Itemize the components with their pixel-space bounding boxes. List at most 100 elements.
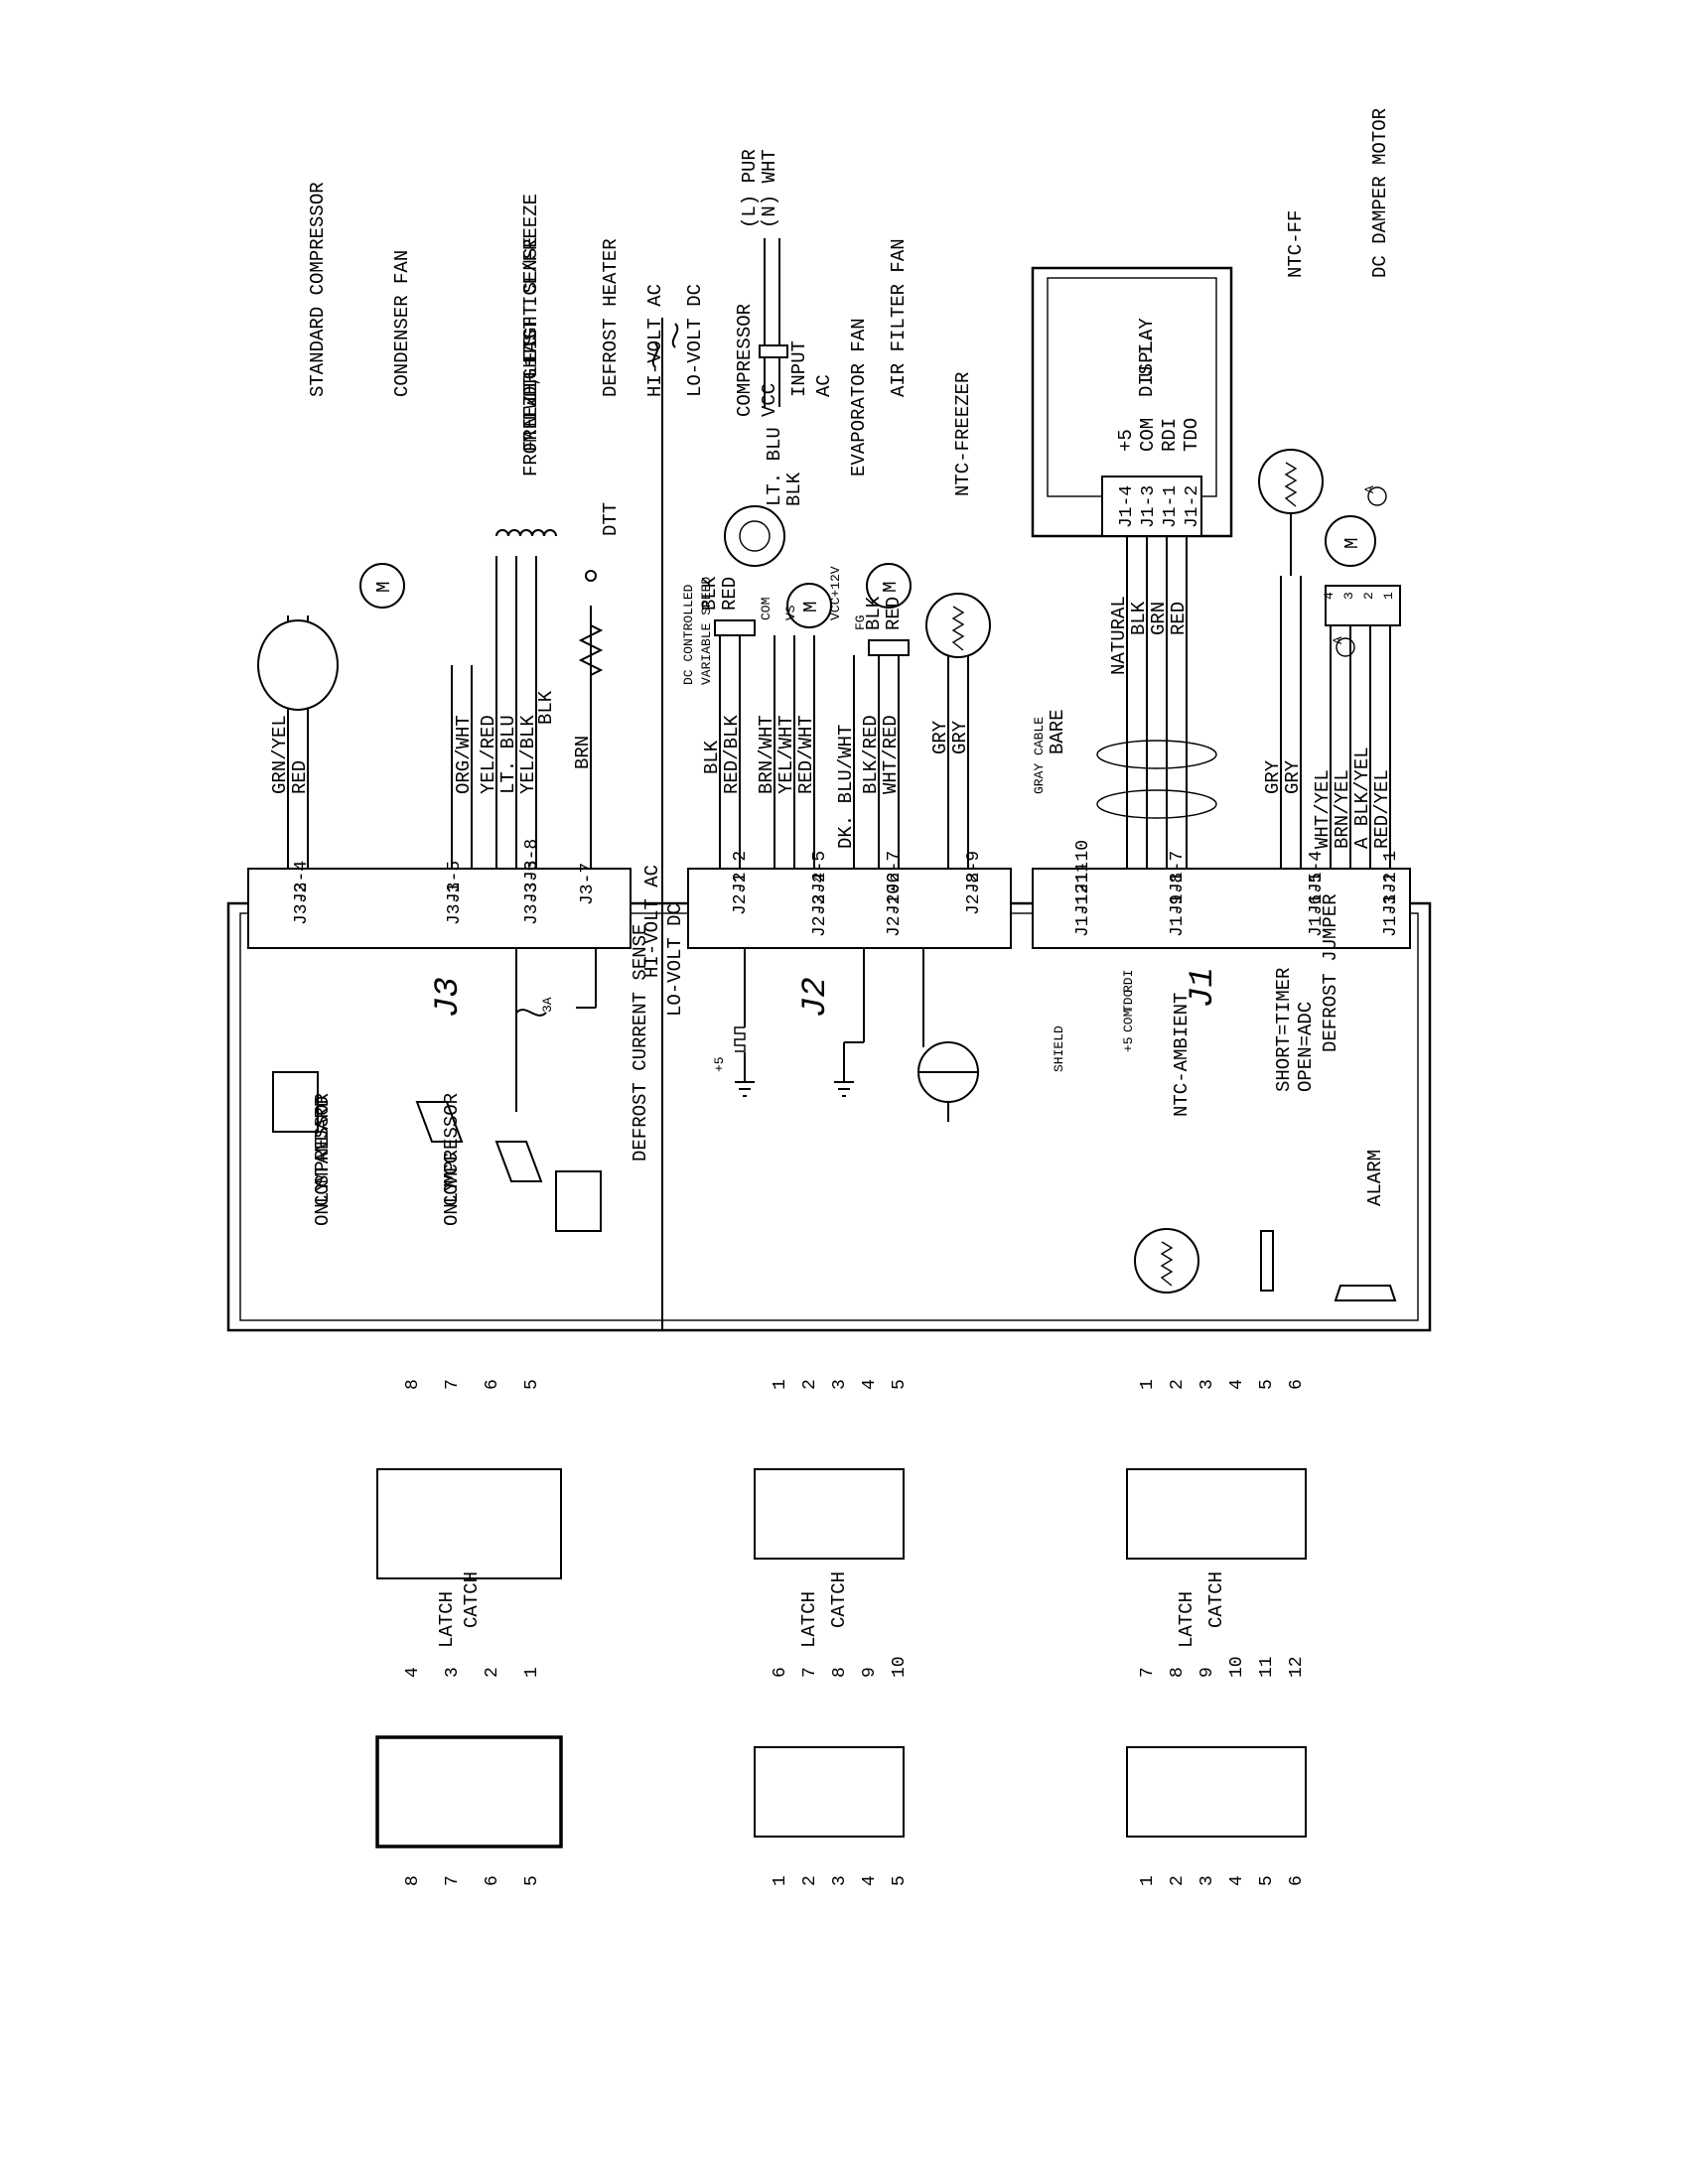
wire-color: A BLK/YEL [1351, 747, 1373, 849]
j2-pinout: 1 2 3 4 5 6 7 8 9 10 1 2 3 4 5 CATCH LAT… [754, 1379, 910, 1886]
lt-blu-label: LT. BLU [764, 427, 785, 506]
j2-pin-label: J2-8 [964, 873, 984, 915]
j1-pin-label: J1-7 [1168, 851, 1188, 893]
wire-color: RED/BLK [721, 715, 743, 794]
std-only-label-2: COMPRESSOR [312, 1093, 334, 1206]
wire-color: YEL/RED [478, 715, 499, 794]
wire-color: WHT/RED [880, 715, 902, 794]
j3-board-circuit: 3A DEFROST CURRENT SENSE VCC COMPRESSOR … [272, 924, 651, 1232]
j2-wire-colors: GRY GRY WHT/RED BLK/RED DK. BLU/WHT RED/… [701, 715, 971, 849]
motor-icon [866, 563, 912, 609]
ground-icon [735, 1081, 755, 1097]
pin-number: 4 [1227, 1379, 1247, 1390]
evaporator-fan: M VCC+12V VS COM FG EVAPORATOR FAN [759, 318, 870, 630]
com-label: COM [759, 598, 774, 620]
latch-label: LATCH [1176, 1591, 1197, 1648]
heater-icon [578, 606, 604, 690]
ac-input-label-1: AC [813, 374, 835, 397]
pin-number: 3 [1197, 1875, 1217, 1886]
plus5-label: +5 [712, 1056, 727, 1072]
vcc12-label: VCC+12V [828, 566, 843, 620]
ui-wire-color: BLK [1128, 601, 1150, 635]
pin-number: 10 [1227, 1656, 1247, 1678]
ntc-ff-icon [1258, 449, 1324, 514]
j1-board-com: COM [1121, 1010, 1136, 1032]
pin-number: 4 [1227, 1875, 1247, 1886]
latch-label: LATCH [436, 1591, 458, 1648]
lights: L1 LIGHTS N FREEZER LIGHT SENSE FROM IWD… [495, 194, 557, 537]
ground-icon [834, 1081, 854, 1097]
line-label: (L) PUR [739, 149, 761, 228]
standard-compressor-relay [272, 1071, 319, 1133]
ui-connector-pin: J1-3 [1139, 485, 1159, 528]
pin-number: 8 [403, 1379, 423, 1390]
latch-label: LATCH [798, 1591, 820, 1648]
pin-number: 6 [1287, 1875, 1307, 1886]
vcc-compressor-label-1: VCC [759, 383, 780, 417]
vcc-compressor-label-2: COMPRESSOR [734, 304, 756, 417]
gray-cable-label: GRAY CABLE [1032, 717, 1047, 794]
marker-a: A [1362, 485, 1377, 493]
damper-pin: 2 [1361, 592, 1376, 600]
vcc-only-label-1: VCC [441, 1153, 463, 1186]
alarm-icon [1334, 1285, 1397, 1301]
ui-pin: COM [1137, 418, 1159, 452]
pin-number: 8 [403, 1875, 423, 1886]
j1-board-shield: SHIELD [1052, 1025, 1066, 1072]
ntc-ambient-label: NTC-AMBIENT [1171, 993, 1193, 1117]
pin-number: 12 [1287, 1656, 1307, 1678]
j3-pin-label: J3-4 [292, 861, 312, 903]
j1-board-pin-labels: RDI TDO COM +5 SHIELD [1052, 970, 1136, 1072]
pin-number: 7 [443, 1875, 463, 1886]
vcc-only-label-3: ONLY [441, 1180, 463, 1226]
j2-connector-block [687, 868, 1012, 949]
j1-board-plus5: +5 [1121, 1036, 1136, 1052]
air-filter-fan: M RED BLK AIR FILTER FAN [863, 238, 912, 656]
pin-number: 1 [771, 1379, 790, 1390]
motor-icon [1325, 515, 1376, 567]
pin-number: 3 [830, 1875, 850, 1886]
j1-pinout: 1 2 3 4 5 6 7 8 9 10 11 12 1 2 3 4 5 6 C… [1126, 1379, 1307, 1886]
svg-text:M: M [373, 582, 395, 593]
pin-number: 3 [830, 1379, 850, 1390]
ui-connector-pin: J1-1 [1161, 485, 1181, 528]
alarm-label: ALARM [1364, 1150, 1386, 1206]
dc-damper-motor-label: DC DAMPER MOTOR [1369, 108, 1391, 278]
compressor-icon [257, 619, 339, 711]
pin-number: 2 [800, 1875, 820, 1886]
ac-input-label-2: INPUT [788, 341, 810, 397]
j3-pin-label: J3-5 [445, 861, 465, 903]
wire-color: BRN/WHT [756, 715, 777, 794]
ui-wire-color: RED [1168, 602, 1190, 635]
damper-pin: 3 [1341, 592, 1356, 600]
ntc-ambient-icon-curve [1160, 1241, 1174, 1287]
pin-number: 6 [483, 1875, 502, 1886]
control-board-inner [239, 912, 1419, 1321]
defrost-jumper-label-2: OPEN=ADC [1295, 1002, 1317, 1092]
j1-pin-label: J1-11 [1073, 862, 1093, 915]
blk-ac-label: BLK [783, 472, 805, 506]
evaporator-fan-label: EVAPORATOR FAN [848, 318, 870, 477]
pin-number: 9 [860, 1667, 880, 1678]
j3-pin-label: J3-3 [522, 883, 542, 925]
j1-pin-label: J1-6 [1307, 894, 1327, 937]
vcc-red: RED [719, 577, 741, 611]
damper-connector [1325, 585, 1401, 626]
wire-color: GRY [949, 720, 971, 754]
catch-label: CATCH [1205, 1571, 1227, 1628]
wire-color: LT. BLU [497, 715, 519, 794]
variable-speed-label-2: DC CONTROLLED [681, 584, 696, 685]
j3-board-label: J3 [430, 977, 468, 1018]
pin-number: 5 [890, 1379, 910, 1390]
light-bulbs-icon [495, 529, 557, 537]
wire-color: YEL/WHT [775, 715, 797, 794]
defrost-current-sense-switch [555, 1170, 602, 1232]
pin-number: 5 [522, 1379, 542, 1390]
std-only-label-1: STANDARD [312, 1096, 334, 1186]
j1-board-label: J1 [1185, 967, 1222, 1008]
wire-color: BRN [572, 736, 594, 769]
pin-number: 8 [830, 1667, 850, 1678]
ui-wire-color: NATURAL [1108, 596, 1130, 675]
